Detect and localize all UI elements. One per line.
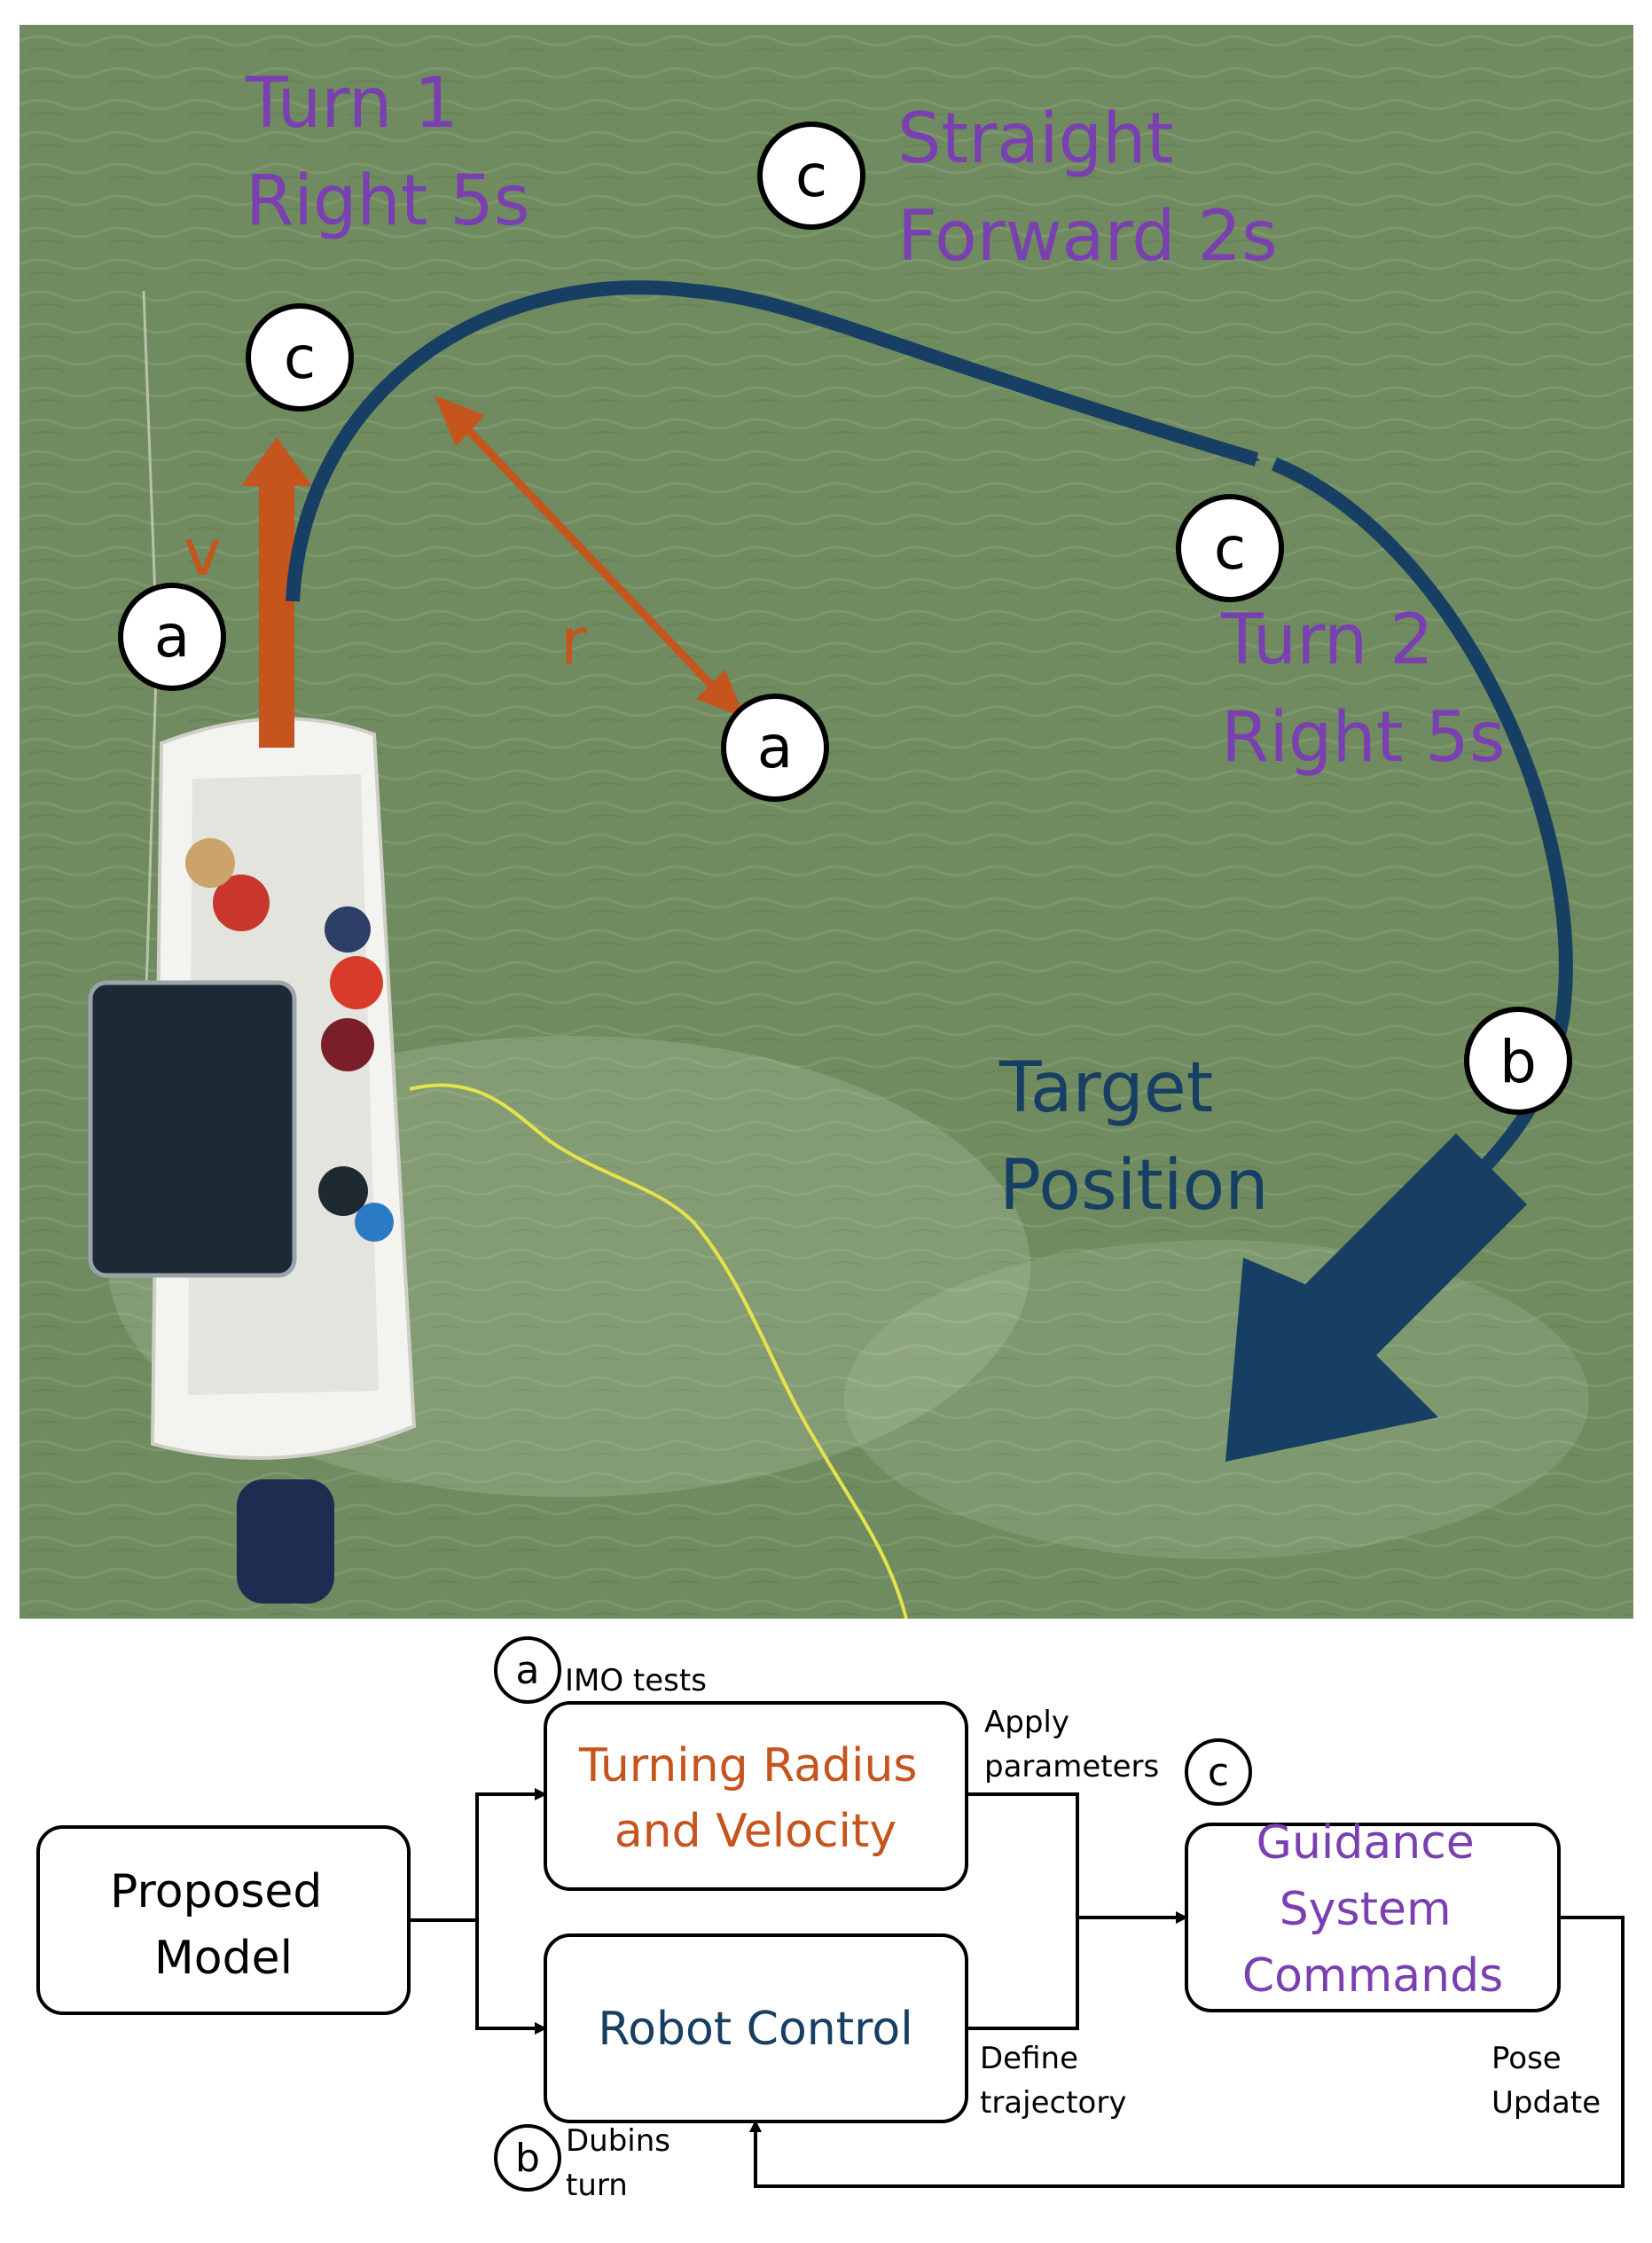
marker-a-diagram: a [494, 1636, 561, 1704]
straight-line1: Straight [897, 99, 1173, 179]
target-arrow [1225, 1133, 1527, 1462]
dubins-path [286, 280, 1260, 602]
svg-text:c: c [284, 324, 316, 392]
velocity-label: v [184, 515, 222, 590]
marker-a-start: a [118, 583, 226, 691]
connector-define-trajectory [967, 1918, 1079, 2030]
outboard-motor [237, 1479, 334, 1604]
velocity-arrow [241, 437, 312, 748]
connector-pose-update-loop [749, 1916, 1625, 2188]
svg-text:a: a [516, 1648, 540, 1693]
target-line1: Target [998, 1048, 1213, 1128]
turning-radius-label: Turning Radius and Velocity [578, 1739, 932, 1858]
marker-a-center: a [721, 694, 829, 802]
turn1-line2: Right 5s [246, 161, 529, 241]
svg-text:b: b [515, 2136, 540, 2181]
control-flow-diagram: Proposed Model Turning Radius and Veloci… [36, 1636, 1625, 2203]
boat-canopy [88, 980, 297, 1278]
turn1-line1: Turn 1 [245, 64, 458, 144]
marker-b-end: b [1464, 1007, 1572, 1115]
svg-text:a: a [154, 602, 190, 671]
crew-member [321, 1018, 374, 1071]
crew-member [213, 874, 270, 931]
crew-member [318, 1166, 368, 1216]
tether-cable [409, 1083, 908, 1619]
proposed-model-label: Proposed Model [110, 1865, 337, 1985]
robot-control-label: Robot Control [598, 2003, 912, 2056]
svg-text:c: c [795, 142, 827, 210]
marker-c-diagram: c [1185, 1738, 1252, 1806]
straight-label: Straight Forward 2s [897, 99, 1278, 277]
connector-to-robot-control [475, 1920, 547, 2035]
define-trajectory-label: Define trajectory [980, 2041, 1126, 2121]
target-line2: Position [999, 1146, 1269, 1226]
turn2-line2: Right 5s [1221, 698, 1505, 778]
imo-tests-label: IMO tests [565, 1663, 707, 1698]
straw-hat [185, 838, 235, 888]
sun-glare-secondary [844, 1240, 1589, 1559]
target-label: Target Position [998, 1048, 1269, 1226]
crew-member [330, 956, 383, 1009]
marker-c-turn1: c [246, 303, 354, 412]
dubins-turn-label: Dubins turn [566, 2123, 680, 2203]
boat [88, 717, 417, 1604]
svg-text:b: b [1499, 1028, 1537, 1096]
aerial-photo-svg: v r Turn 1 Right 5s Straight Forward 2s … [20, 25, 1633, 1619]
guidance-label: Guidance System Commands [1242, 1816, 1503, 2003]
turning-radius-box [544, 1701, 968, 1891]
turn1-label: Turn 1 Right 5s [245, 64, 529, 241]
aerial-photo-panel: v r Turn 1 Right 5s Straight Forward 2s … [20, 25, 1633, 1619]
proposed-model-box [36, 1825, 411, 2015]
svg-text:a: a [757, 713, 793, 781]
connector-to-turning-radius [475, 1788, 547, 1920]
crew-member [355, 1203, 394, 1242]
pose-update-label: Pose Update [1491, 2041, 1601, 2121]
apply-parameters-label: Apply parameters [984, 1705, 1159, 1784]
crew-member [325, 906, 371, 953]
straight-line2: Forward 2s [897, 197, 1278, 277]
marker-c-turn2: c [1176, 494, 1284, 602]
radius-arrow [435, 396, 745, 718]
turn2-label: Turn 2 Right 5s [1220, 600, 1505, 778]
turn2-line1: Turn 2 [1220, 600, 1434, 680]
marker-b-diagram: b [494, 2124, 561, 2192]
svg-text:c: c [1214, 514, 1246, 583]
marker-c-straight: c [757, 122, 865, 230]
radius-label: r [560, 604, 587, 678]
svg-text:c: c [1208, 1750, 1229, 1795]
connector-apply-parameters [967, 1792, 1079, 1918]
